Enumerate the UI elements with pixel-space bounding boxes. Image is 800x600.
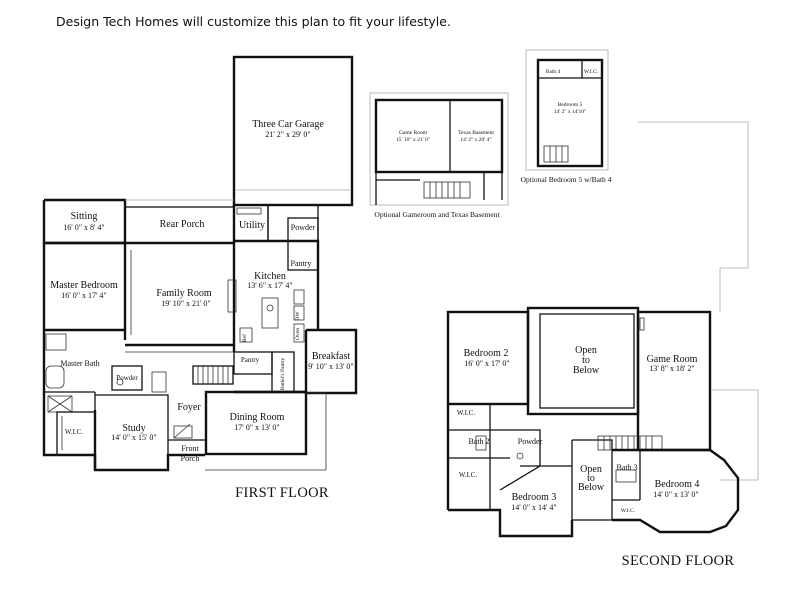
powder-name: Powder xyxy=(116,374,138,382)
master-bath-label-1: Master Bath xyxy=(60,359,99,368)
family-room-dims: 19' 10" x 21' 0" xyxy=(161,299,210,308)
sitting-dims: 16' 0" x 8' 4" xyxy=(63,223,104,232)
powder-top-name: Powder xyxy=(291,223,316,232)
optional-bedroom5-plan: Bath 4 W.I.C. Bedroom 5 14' 2" x 14'10" … xyxy=(521,49,612,184)
bath3-name: Bath 3 xyxy=(616,463,637,472)
game-room-walls xyxy=(636,310,712,452)
bedroom4-name: Bedroom 4 xyxy=(655,479,700,490)
wic-2-name: W.I.C. xyxy=(459,471,477,479)
open-below-1-line3: Below xyxy=(573,365,600,376)
dining-room-dims: 17' 0" x 13' 0" xyxy=(234,423,279,432)
front-porch-line1: Front xyxy=(181,444,199,453)
front-porch-line2: Porch xyxy=(181,454,200,463)
bedroom2-name: Bedroom 2 xyxy=(464,348,509,359)
breakfast-name: Breakfast xyxy=(312,351,351,362)
optional-gameroom-plan: Game Room 15' 10" x 21' 0" Texas Basemen… xyxy=(369,92,509,219)
opt-texas-basement-dims: 14' 2" x 20' 4" xyxy=(460,137,491,143)
second-floor-title: SECOND FLOOR xyxy=(622,553,735,569)
master-bedroom-name: Master Bedroom xyxy=(50,280,118,291)
study-dims: 14' 0" x 15' 0" xyxy=(111,433,156,442)
master-bedroom-dims: 16' 0" x 17' 4" xyxy=(61,291,106,300)
wic-1-name: W.I.C. xyxy=(457,409,475,417)
open-below-2-line3: Below xyxy=(578,482,605,493)
open-below-2-line2: to xyxy=(587,473,595,484)
page-caption: Design Tech Homes will customize this pl… xyxy=(56,14,451,29)
opt-bath4-name: Bath 4 xyxy=(546,69,561,75)
first-floor-title: FIRST FLOOR xyxy=(235,485,329,501)
powder2-name: Powder xyxy=(518,437,543,446)
opt-gameroom-caption: Optional Gameroom and Texas Basement xyxy=(374,210,500,219)
kitchen-name: Kitchen xyxy=(254,271,286,282)
oven-label: Oven xyxy=(295,328,301,340)
opt-bedroom5-name: Bedroom 5 xyxy=(558,102,583,108)
garage-name: Three Car Garage xyxy=(252,119,324,130)
opt-bedroom5-dims: 14' 2" x 14'10" xyxy=(554,109,587,115)
wic-name: W.I.C. xyxy=(65,428,83,436)
rear-porch-name: Rear Porch xyxy=(160,219,205,230)
breakfast-dims: 9' 10" x 13' 0" xyxy=(308,362,353,371)
family-room-name: Family Room xyxy=(156,288,212,299)
game-room-dims: 13' 8" x 18' 2" xyxy=(649,364,694,373)
bath2-name: Bath 2 xyxy=(468,437,489,446)
kitchen-dims: 13' 6" x 17' 4" xyxy=(247,281,292,290)
opt-game-room-name: Game Room xyxy=(399,130,428,136)
second-floor-plan xyxy=(446,121,759,538)
second-floor-labels: Bedroom 2 16' 0" x 17' 0" Open to Below … xyxy=(457,345,735,569)
bedroom3-name: Bedroom 3 xyxy=(512,492,557,503)
ref-label: Ref xyxy=(241,334,248,342)
dw-label: DW xyxy=(295,311,301,321)
wic-3-name: W.I.C. xyxy=(621,508,636,514)
open-below-2-line1: Open xyxy=(580,464,602,475)
opt-texas-basement-name: Texas Basement xyxy=(458,130,494,136)
study-name: Study xyxy=(122,423,145,434)
open-below-1-line2: to xyxy=(582,355,590,366)
garage-dims: 21' 2" x 29' 0" xyxy=(265,130,310,139)
utility-name: Utility xyxy=(239,220,265,231)
pantry-top-name: Pantry xyxy=(291,259,312,268)
butlers-pantry-name: Butler's Pantry xyxy=(280,357,286,390)
open-below-1-line1: Open xyxy=(575,345,597,356)
foyer-name: Foyer xyxy=(177,402,201,413)
opt-wic-name: W.I.C. xyxy=(584,69,599,75)
bedroom4-dims: 14' 0" x 13' 0" xyxy=(653,490,698,499)
first-floor-plan xyxy=(42,55,358,472)
sitting-name: Sitting xyxy=(71,211,98,222)
game-room-name: Game Room xyxy=(647,354,698,365)
opt-bedroom5-caption: Optional Bedroom 5 w/Bath 4 xyxy=(521,175,612,184)
pantry-name: Pantry xyxy=(241,356,260,364)
dining-room-name: Dining Room xyxy=(230,412,285,423)
opt-game-room-dims: 15' 10" x 21' 0" xyxy=(396,137,430,143)
first-floor-labels: Three Car Garage 21' 2" x 29' 0" Sitting… xyxy=(50,119,353,501)
bedroom2-dims: 16' 0" x 17' 0" xyxy=(464,359,509,368)
bedroom3-dims: 14' 0" x 14' 4" xyxy=(511,503,556,512)
